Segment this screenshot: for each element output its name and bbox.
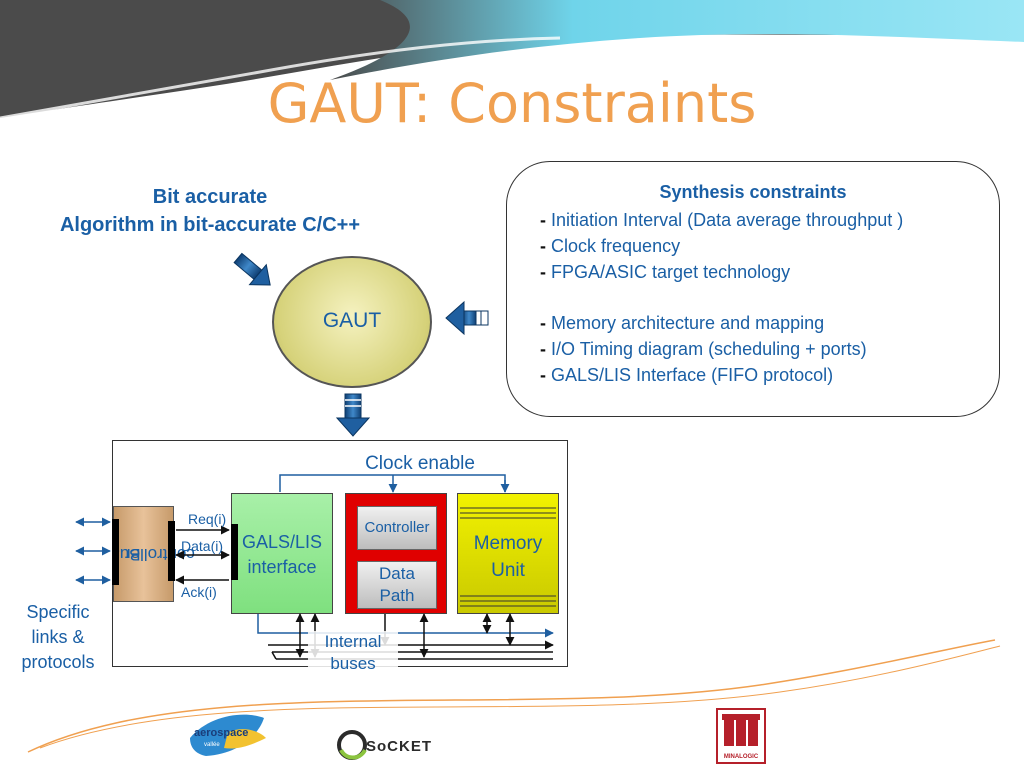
constraint-text: I/O Timing diagram (scheduling + ports) xyxy=(551,339,867,359)
clock-enable-wires xyxy=(279,474,510,493)
bullet-dash: - xyxy=(540,210,546,230)
external-link-arrows xyxy=(75,517,111,585)
constraint-text: GALS/LIS Interface (FIFO protocol) xyxy=(551,365,834,385)
internal-buses-line-1: Internal xyxy=(324,632,382,651)
datapath-block xyxy=(357,561,437,609)
bullet-dash: - xyxy=(540,313,546,333)
data-signal-label: Data(i) xyxy=(181,538,224,554)
slide-title: GAUT: Constraints xyxy=(267,72,757,135)
bullet-dash: - xyxy=(540,365,546,385)
bullet-dash: - xyxy=(540,262,546,282)
gals-line-1: GALS/LIS xyxy=(241,532,323,552)
constraint-item: - Memory architecture and mapping xyxy=(540,310,1000,336)
gaut-core-ellipse xyxy=(272,256,432,388)
input-description: Bit accurate Algorithm in bit-accurate C… xyxy=(10,183,410,239)
specific-links-line-2: links & xyxy=(31,627,85,647)
input-line-2: Algorithm in bit-accurate C/C++ xyxy=(59,214,361,236)
internal-buses-line-2: buses xyxy=(330,654,376,673)
controller-label: Controller xyxy=(364,519,430,536)
constraint-item: - FPGA/ASIC target technology xyxy=(540,259,1000,285)
memory-line-2: Unit xyxy=(491,560,525,581)
specific-links-label: Specific links & protocols xyxy=(8,600,108,675)
bullet-dash: - xyxy=(540,236,546,256)
gals-line-2: interface xyxy=(247,557,317,577)
constraints-list-1: - Initiation Interval (Data average thro… xyxy=(540,207,1000,285)
input-arrow xyxy=(233,252,271,286)
memory-unit-label: Memory Unit xyxy=(457,530,559,584)
handshake-arrows xyxy=(175,525,230,585)
clock-enable-label: Clock enable xyxy=(365,453,475,474)
controller-block xyxy=(357,506,437,550)
bullet-dash: - xyxy=(540,339,546,359)
datapath-line-1: Data xyxy=(379,564,415,583)
constraint-item: - I/O Timing diagram (scheduling + ports… xyxy=(540,336,1000,362)
header-wave-decoration xyxy=(0,0,1024,120)
bus-port-bar-right xyxy=(168,521,175,581)
input-line-1: Bit accurate xyxy=(152,186,268,208)
constraints-list-2: - Memory architecture and mapping - I/O … xyxy=(540,310,1000,388)
constraints-box xyxy=(506,161,1000,417)
bus-port-bar-left xyxy=(112,519,119,585)
constraint-item: - Initiation Interval (Data average thro… xyxy=(540,207,1000,233)
gals-port-bar xyxy=(231,524,238,580)
constraint-item: - Clock frequency xyxy=(540,233,1000,259)
minalogic-logo: MINALOGIC xyxy=(716,708,766,764)
constraint-text: Initiation Interval (Data average throug… xyxy=(551,210,904,230)
output-arrow xyxy=(335,393,371,437)
datapath-label: Data Path xyxy=(357,563,437,607)
datapath-line-2: Path xyxy=(379,586,415,605)
aerospace-valley-logo: aerospace vallée xyxy=(190,714,266,756)
minalogic-logo-text: MINALOGIC xyxy=(724,754,759,760)
memory-line-1: Memory xyxy=(473,533,543,554)
aerospace-logo-text: aerospace xyxy=(194,727,248,739)
constraint-item: - GALS/LIS Interface (FIFO protocol) xyxy=(540,362,1000,388)
socket-logo: SoCKET xyxy=(337,730,432,760)
ack-signal-label: Ack(i) xyxy=(181,584,217,600)
constraint-text: FPGA/ASIC target technology xyxy=(551,262,791,282)
aerospace-logo-subtext: vallée xyxy=(204,742,220,748)
req-signal-label: Req(i) xyxy=(188,511,227,527)
gals-lis-interface-block xyxy=(231,493,333,614)
constraints-title: Synthesis constraints xyxy=(659,182,847,202)
constraints-arrow xyxy=(445,300,489,336)
constraint-text: Memory architecture and mapping xyxy=(551,313,825,333)
footer-wave-decoration xyxy=(27,639,1001,753)
constraint-text: Clock frequency xyxy=(551,236,681,256)
memory-stripes xyxy=(460,507,556,607)
socket-logo-text: SoCKET xyxy=(366,738,432,755)
specific-links-line-3: protocols xyxy=(21,652,95,672)
gaut-core-label: GAUT xyxy=(322,309,382,332)
bus-controller-block xyxy=(113,506,174,602)
specific-links-line-1: Specific xyxy=(26,602,90,622)
gals-lis-interface-label: GALS/LIS interface xyxy=(231,530,333,580)
internal-buses-label: Internal buses xyxy=(308,631,398,675)
